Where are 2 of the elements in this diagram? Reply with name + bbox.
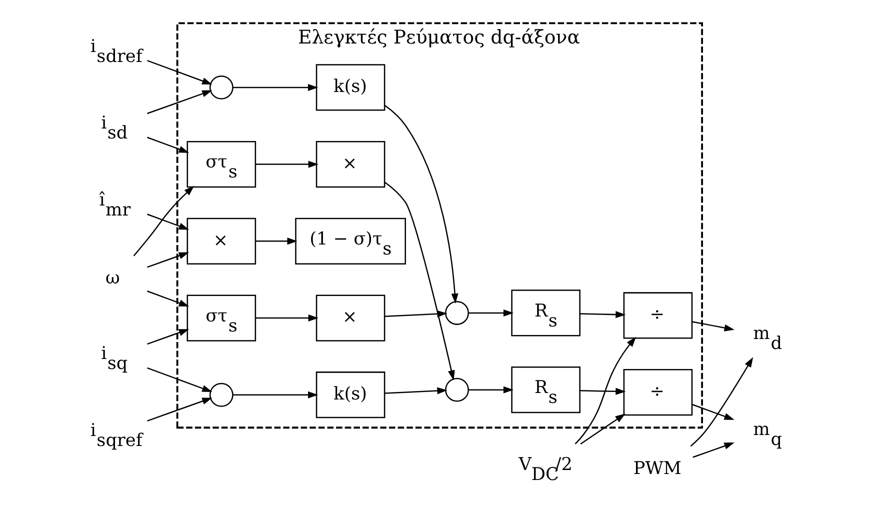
node-text: PWM	[632, 458, 681, 479]
node-text: ω	[104, 268, 120, 289]
